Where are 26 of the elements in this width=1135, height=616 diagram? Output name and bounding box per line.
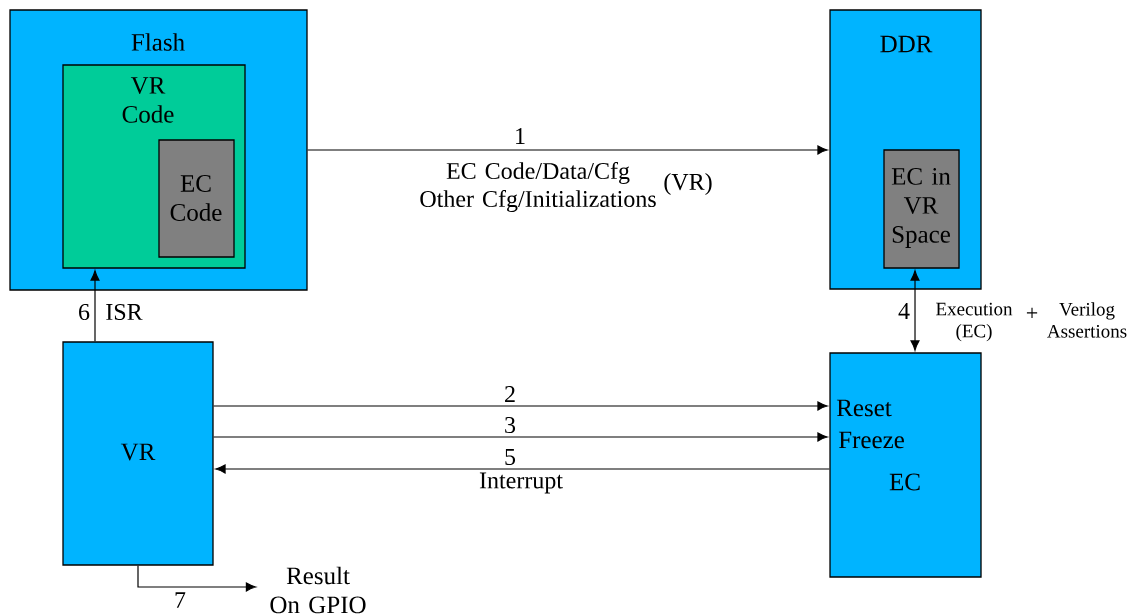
result-text: Result On GPIO (270, 566, 366, 614)
annotation-text: (VR) (664, 173, 712, 195)
edge-label: 7 (175, 592, 186, 608)
edge-label: 6 (79, 303, 90, 321)
edge-label: 1 (516, 128, 525, 144)
annotation-text: Execution (EC) (936, 302, 1013, 342)
edge-label: 3 (505, 416, 516, 434)
annotation-text: EC Code/Data/Cfg Other Cfg/Initializations (420, 161, 656, 213)
arrow (213, 401, 828, 411)
controller-box: Reset Freeze EC (829, 352, 982, 578)
annotation-text: Verilog Assertions (1047, 302, 1127, 338)
edge-label: 2 (505, 386, 515, 402)
arrow (215, 464, 830, 474)
plus-sign: + (1026, 307, 1038, 319)
arrow (90, 270, 100, 342)
arrow (910, 270, 920, 351)
edge-label: 5 (505, 449, 516, 465)
arrow (137, 565, 257, 592)
processor-box: VR (62, 341, 214, 566)
annotation-text: ISR (106, 303, 143, 321)
arrow (213, 432, 828, 442)
code-region-box: EC in VR Space (883, 149, 960, 269)
annotation-text: Interrupt (479, 472, 563, 494)
arrow (307, 145, 828, 155)
edge-label: 4 (898, 303, 910, 319)
code-region-box: EC Code (158, 139, 235, 258)
